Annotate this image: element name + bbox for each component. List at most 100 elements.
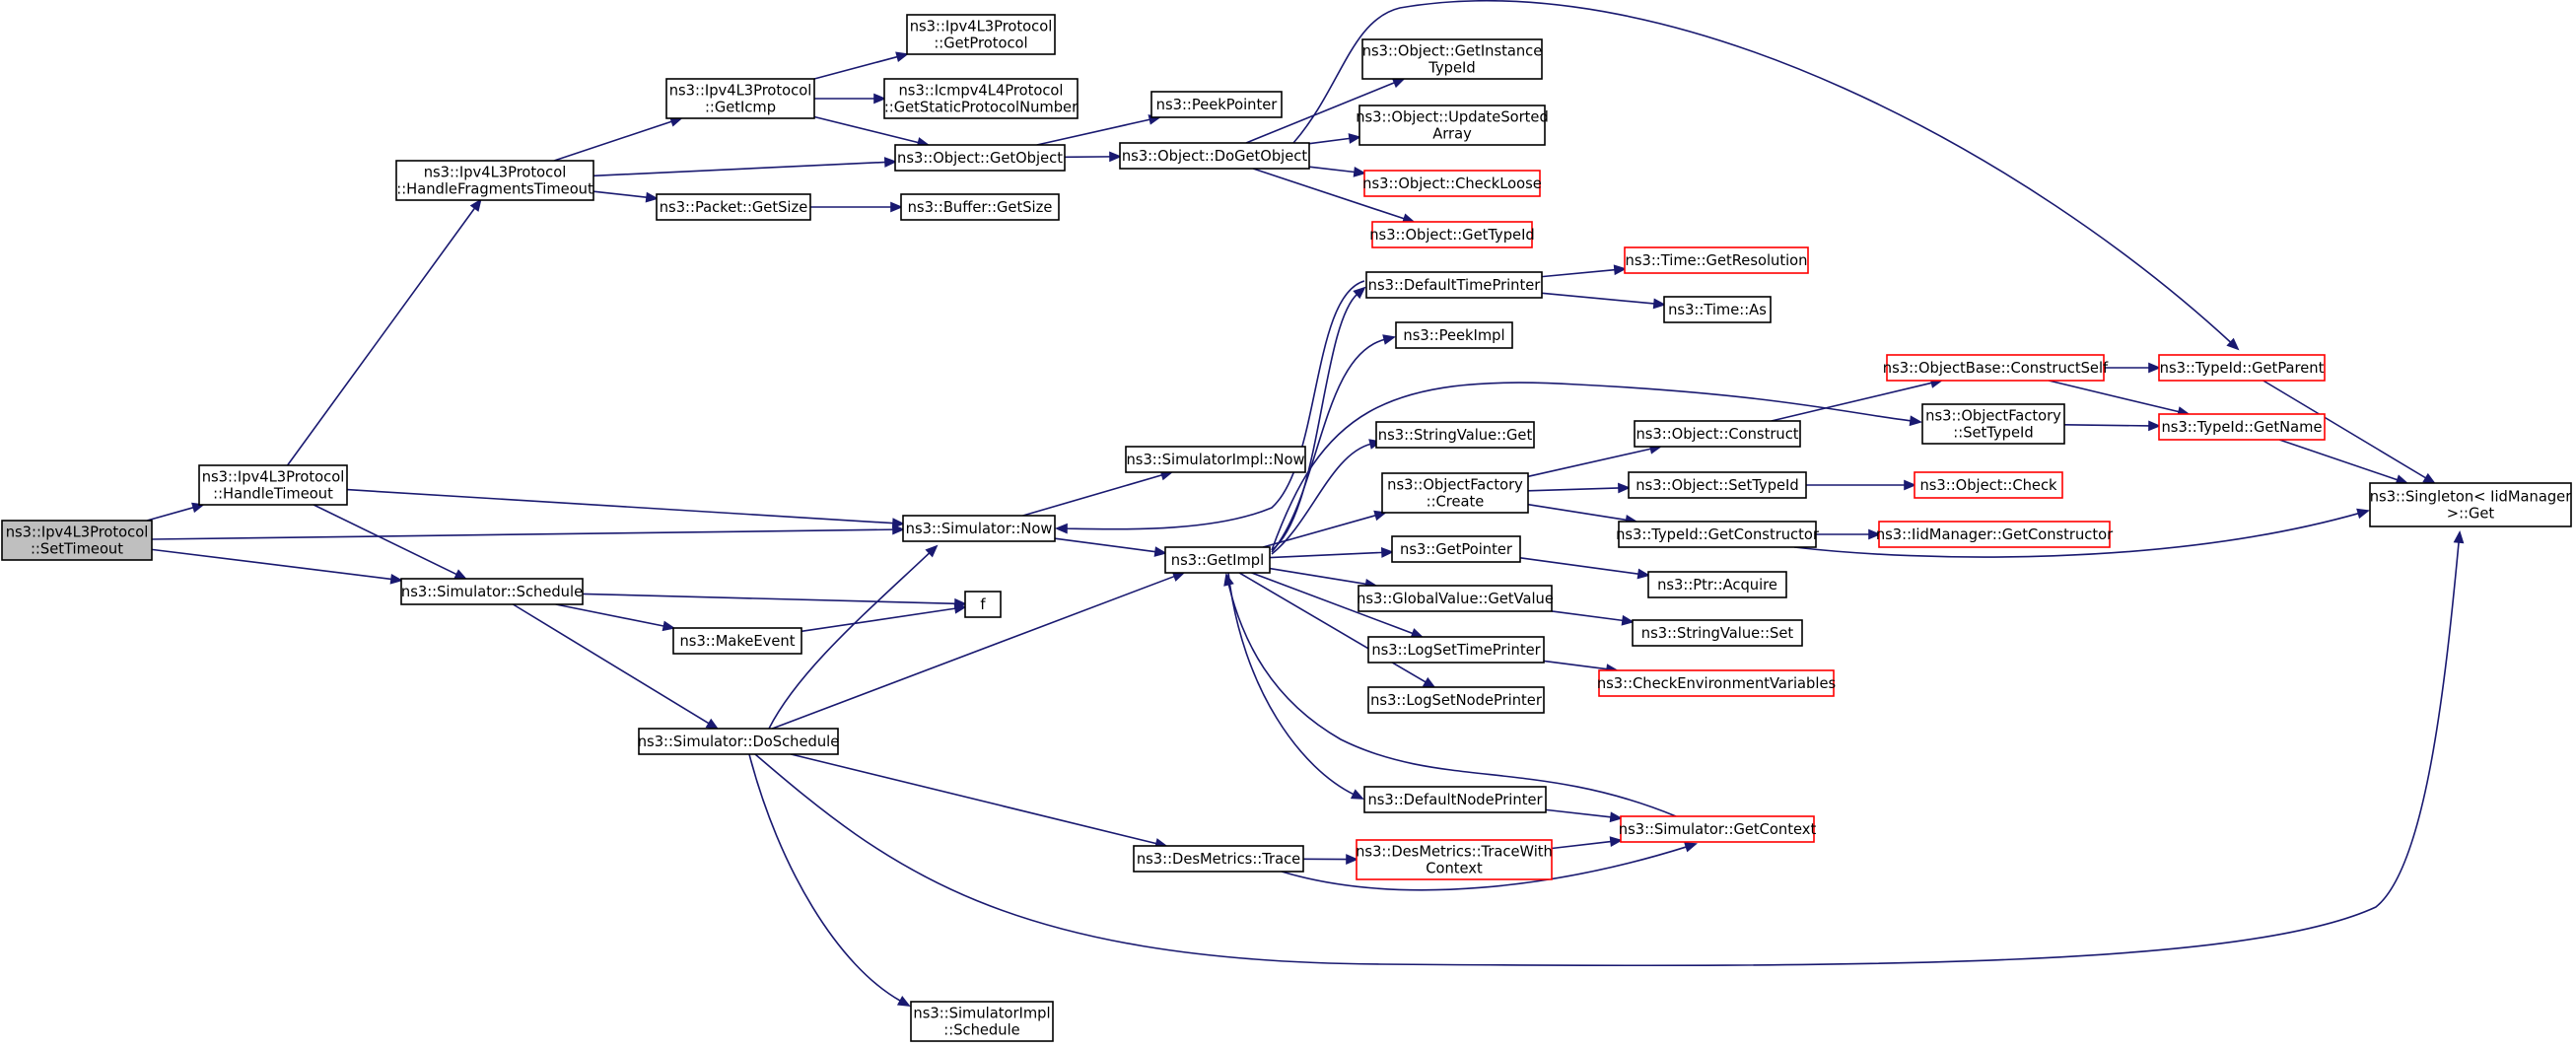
node-box[interactable] [1886,354,2105,382]
node-box[interactable] [1598,669,1835,697]
node-box[interactable] [2158,354,2326,382]
node-box[interactable] [1371,221,1533,248]
node-box[interactable] [900,193,1060,221]
node-box[interactable] [1878,521,2111,548]
node-box[interactable] [1133,845,1304,873]
function-node-TimeAs[interactable]: ns3::Time::As [1663,296,1772,323]
function-node-DesMetricsTrace[interactable]: ns3::DesMetrics::Trace [1133,845,1304,873]
function-node-TypeIdGetParent[interactable]: ns3::TypeId::GetParent [2158,354,2326,382]
node-box[interactable] [1125,446,1306,473]
function-node-ObjectCheck[interactable]: ns3::Object::Check [1914,471,2063,499]
node-box[interactable] [1381,472,1529,514]
node-box[interactable] [1620,815,1815,843]
node-box[interactable] [1365,271,1543,299]
function-node-DoSchedule[interactable]: ns3::Simulator::DoSchedule [638,728,840,755]
node-box[interactable] [894,144,1066,172]
node-box[interactable] [1634,420,1801,448]
function-node-HandleTimeout[interactable]: ns3::Ipv4L3Protocol::HandleTimeout [198,464,348,506]
node-box[interactable] [883,78,1079,119]
node-box[interactable] [1395,321,1513,349]
node-box[interactable] [672,627,802,655]
function-node-ObjectBaseConstructSelf[interactable]: ns3::ObjectBase::ConstructSelf [1883,354,2109,382]
function-node-HandleFragmentsTimeout[interactable]: ns3::Ipv4L3Protocol::HandleFragmentsTime… [395,160,594,201]
node-box[interactable] [1367,686,1545,714]
node-box[interactable] [1375,421,1535,449]
node-box[interactable] [1361,38,1543,80]
function-node-PeekImpl[interactable]: ns3::PeekImpl [1395,321,1513,349]
function-node-ObjectConstruct[interactable]: ns3::Object::Construct [1634,420,1801,448]
function-node-ObjectFactoryCreate[interactable]: ns3::ObjectFactory::Create [1381,472,1529,514]
node-box[interactable] [1647,571,1787,598]
node-box[interactable] [1391,535,1521,563]
function-node-PeekPointer[interactable]: ns3::PeekPointer [1150,91,1283,118]
node-box[interactable] [1914,471,2063,499]
function-node-TypeIdGetConstructor[interactable]: ns3::TypeId::GetConstructor [1616,521,1820,548]
node-box[interactable] [1367,636,1545,664]
node-box[interactable] [400,578,584,605]
function-node-SimulatorImplNow[interactable]: ns3::SimulatorImpl::Now [1125,446,1306,473]
node-box[interactable] [902,515,1056,542]
function-node-StringValueGet[interactable]: ns3::StringValue::Get [1375,421,1535,449]
function-node-LogSetNodePrinter[interactable]: ns3::LogSetNodePrinter [1367,686,1545,714]
node-box[interactable] [1356,839,1553,880]
function-node-GetStaticProtocolNumber[interactable]: ns3::Icmpv4L4Protocol::GetStaticProtocol… [883,78,1079,119]
function-node-ObjectSetTypeId[interactable]: ns3::Object::SetTypeId [1628,471,1807,499]
node-box[interactable] [906,14,1056,55]
function-node-GetIcmp[interactable]: ns3::Ipv4L3Protocol::GetIcmp [665,78,815,119]
node-box[interactable] [1632,619,1803,647]
function-node-IidManagerGetConstructor[interactable]: ns3::IidManager::GetConstructor [1876,521,2114,548]
node-box[interactable] [1150,91,1283,118]
node-box[interactable] [1921,403,2065,445]
node-box[interactable] [665,78,815,119]
function-node-GetObject[interactable]: ns3::Object::GetObject [894,144,1066,172]
function-node-GetProtocol[interactable]: ns3::Ipv4L3Protocol::GetProtocol [906,14,1056,55]
function-node-DefaultNodePrinter[interactable]: ns3::DefaultNodePrinter [1363,786,1547,813]
node-box[interactable] [1358,105,1546,146]
function-node-DefaultTimePrinter[interactable]: ns3::DefaultTimePrinter [1365,271,1543,299]
function-node-SimulatorGetContext[interactable]: ns3::Simulator::GetContext [1619,815,1817,843]
node-box[interactable] [656,193,811,221]
function-node-BufferGetSize[interactable]: ns3::Buffer::GetSize [900,193,1060,221]
node-box[interactable] [1624,246,1809,274]
node-box[interactable] [1119,142,1310,170]
function-node-GetTypeId[interactable]: ns3::Object::GetTypeId [1369,221,1535,248]
node-box[interactable] [395,160,594,201]
function-node-GlobalValueGetValue[interactable]: ns3::GlobalValue::GetValue [1357,585,1554,612]
node-box[interactable] [638,728,839,755]
node-box[interactable] [1363,170,1541,197]
function-node-CheckEnvironmentVariables[interactable]: ns3::CheckEnvironmentVariables [1597,669,1836,697]
function-node-GetPointer[interactable]: ns3::GetPointer [1391,535,1521,563]
node-box[interactable] [910,1001,1054,1042]
node-box[interactable] [1,520,153,561]
node-box[interactable] [2158,413,2326,441]
function-node-SimulatorNow[interactable]: ns3::Simulator::Now [902,515,1056,542]
function-node-DoGetObject[interactable]: ns3::Object::DoGetObject [1119,142,1310,170]
node-box[interactable] [964,591,1002,618]
function-node-CheckLoose[interactable]: ns3::Object::CheckLoose [1362,170,1542,197]
node-box[interactable] [1628,471,1807,499]
function-node-LogSetTimePrinter[interactable]: ns3::LogSetTimePrinter [1367,636,1545,664]
node-box[interactable] [1363,786,1547,813]
function-node-TimeGetResolution[interactable]: ns3::Time::GetResolution [1624,246,1809,274]
function-node-PacketGetSize[interactable]: ns3::Packet::GetSize [656,193,811,221]
function-node-TypeIdGetName[interactable]: ns3::TypeId::GetName [2158,413,2326,441]
node-box[interactable] [1618,521,1817,548]
node-box[interactable] [1164,546,1271,574]
node-box[interactable] [1663,296,1772,323]
function-node-GetImpl[interactable]: ns3::GetImpl [1164,546,1271,574]
function-node-SetTimeout[interactable]: ns3::Ipv4L3Protocol::SetTimeout [1,520,153,561]
node-box[interactable] [2369,482,2572,527]
function-node-StringValueSet[interactable]: ns3::StringValue::Set [1632,619,1803,647]
function-node-SingletonGet[interactable]: ns3::Singleton< IidManager >::Get [2369,482,2572,527]
function-node-MakeEvent[interactable]: ns3::MakeEvent [672,627,802,655]
function-node-f[interactable]: f [964,591,1002,618]
function-node-SimulatorSchedule[interactable]: ns3::Simulator::Schedule [400,578,584,605]
function-node-ObjectFactorySetTypeId[interactable]: ns3::ObjectFactory::SetTypeId [1921,403,2065,445]
node-box[interactable] [1358,585,1553,612]
node-box[interactable] [198,464,348,506]
function-node-PtrAcquire[interactable]: ns3::Ptr::Acquire [1647,571,1787,598]
function-node-SimulatorImplSchedule[interactable]: ns3::SimulatorImpl::Schedule [910,1001,1054,1042]
